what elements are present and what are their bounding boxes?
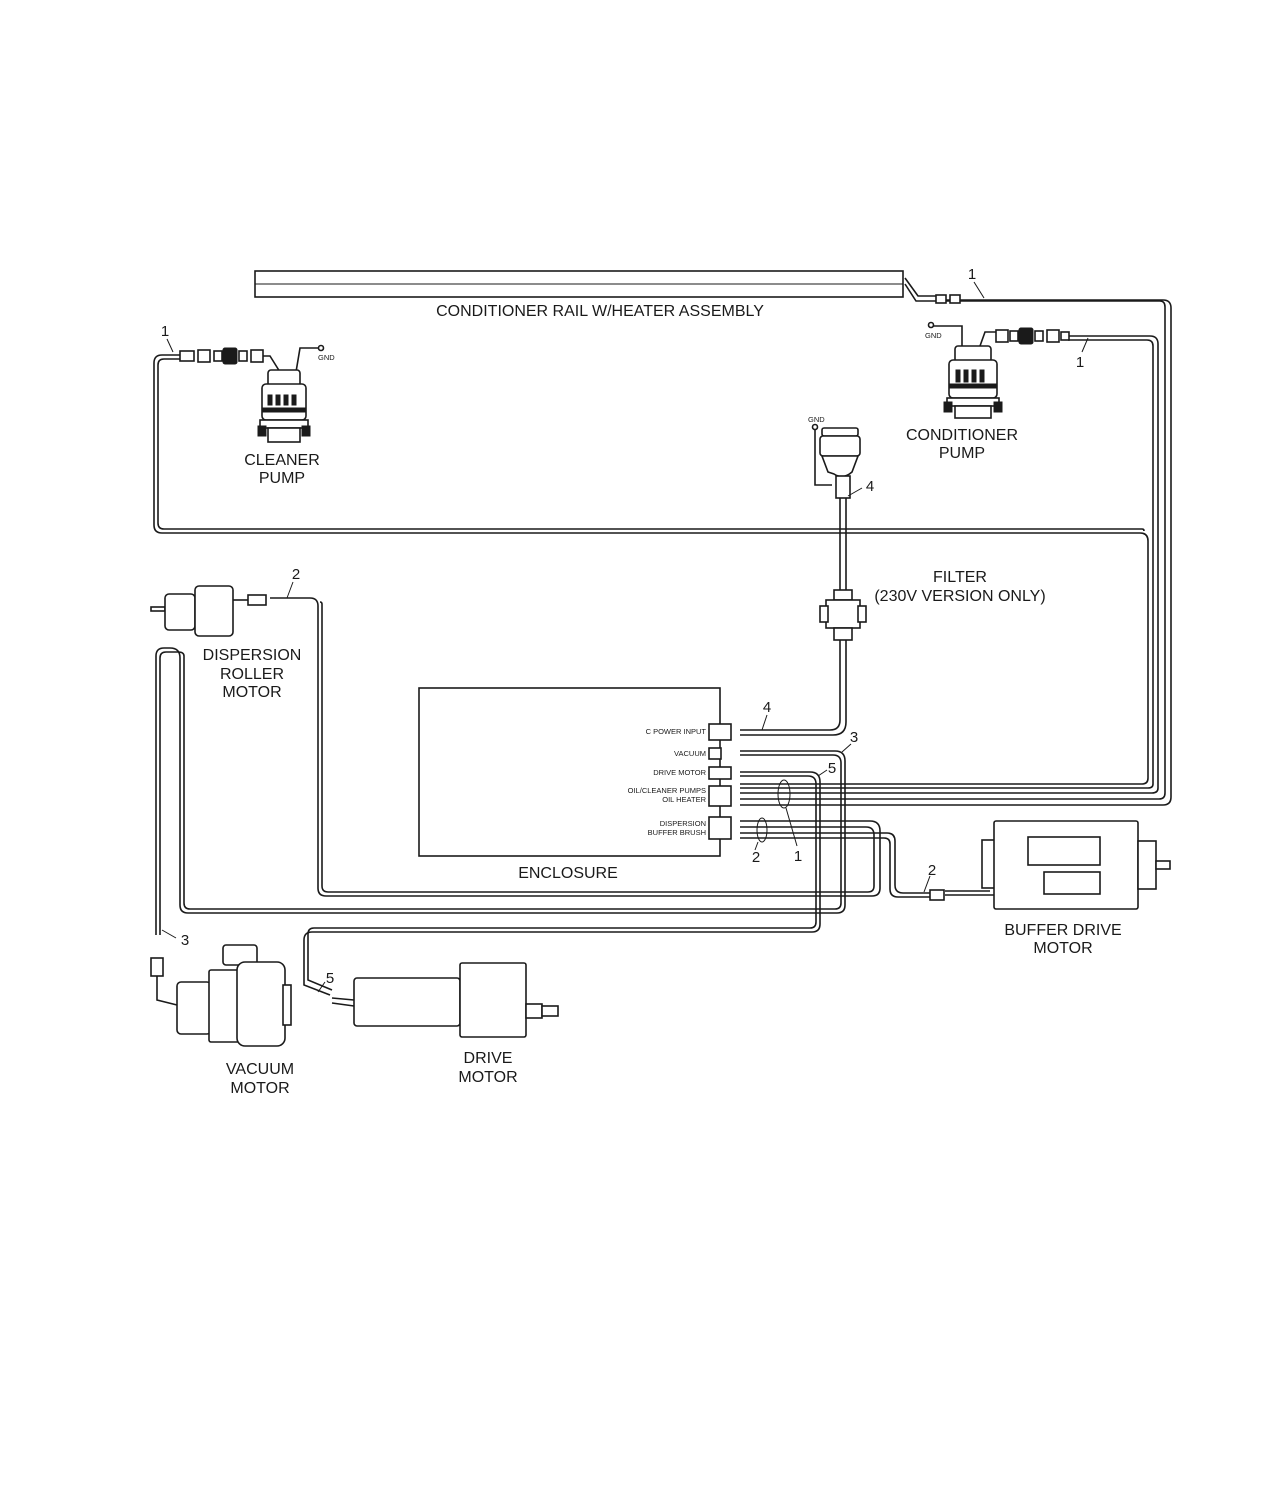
callout-bundle-2: 2 — [752, 849, 760, 866]
conditioner-pump: GND CONDITIONER PUMP — [906, 321, 1070, 462]
dispersion-roller-motor-label-1: DISPERSION — [203, 647, 302, 664]
drive-motor: DRIVE MOTOR — [331, 962, 559, 1086]
filter-label-1: FILTER — [933, 569, 987, 586]
port-label-oil-heater: OIL HEATER — [662, 795, 706, 804]
conditioner-pump-label-1: CONDITIONER — [906, 427, 1018, 444]
callout-bundle-1: 1 — [794, 848, 802, 865]
wire-harness — [153, 277, 1172, 996]
callouts: 1 1 1 4 2 4 3 5 2 1 2 3 5 — [161, 266, 1089, 993]
drive-motor-label-2: MOTOR — [458, 1069, 517, 1086]
port-label-pumps: OIL/CLEANER PUMPS — [628, 786, 706, 795]
buffer-drive-motor-label-2: MOTOR — [1033, 940, 1092, 957]
cleaner-pump-label-2: PUMP — [259, 470, 305, 487]
port-label-buffer-brush: BUFFER BRUSH — [648, 828, 706, 837]
callout-conditioner-pump: 1 — [1076, 354, 1084, 371]
cleaner-pump: GND CLEANER PUMP — [179, 344, 335, 487]
callout-rail: 1 — [968, 266, 976, 283]
callout-drive-motor: 5 — [326, 970, 334, 987]
power-inlet: GND — [808, 415, 861, 499]
vacuum-motor-label-1: VACUUM — [226, 1061, 294, 1078]
vacuum-motor: VACUUM MOTOR — [150, 944, 294, 1097]
enclosure-label: ENCLOSURE — [518, 865, 618, 882]
callout-enclosure-drive: 5 — [828, 760, 836, 777]
dispersion-roller-motor-label-2: ROLLER — [220, 666, 284, 683]
power-inlet-gnd: GND — [808, 415, 825, 424]
callout-vacuum-motor: 3 — [181, 932, 189, 949]
callout-enclosure-vacuum: 3 — [850, 729, 858, 746]
port-label-dispersion: DISPERSION — [660, 819, 706, 828]
callout-enclosure-power: 4 — [763, 699, 771, 716]
conditioner-pump-gnd: GND — [925, 331, 942, 340]
conditioner-rail: CONDITIONER RAIL W/HEATER ASSEMBLY — [254, 270, 961, 320]
buffer-drive-motor-label-1: BUFFER DRIVE — [1004, 922, 1121, 939]
conditioner-rail-label: CONDITIONER RAIL W/HEATER ASSEMBLY — [436, 303, 764, 320]
callout-cleaner-pump: 1 — [161, 323, 169, 340]
conditioner-pump-label-2: PUMP — [939, 445, 985, 462]
drive-motor-label-1: DRIVE — [464, 1050, 513, 1067]
port-label-power: C POWER INPUT — [646, 727, 707, 736]
buffer-drive-motor: BUFFER DRIVE MOTOR — [929, 820, 1171, 957]
filter-label-2: (230V VERSION ONLY) — [874, 588, 1045, 605]
dispersion-roller-motor-label-3: MOTOR — [222, 684, 281, 701]
callout-buffer-drive: 2 — [928, 862, 936, 879]
enclosure: C POWER INPUT VACUUM DRIVE MOTOR OIL/CLE… — [418, 687, 791, 882]
callout-dispersion-roller: 2 — [292, 566, 300, 583]
port-label-drive-motor: DRIVE MOTOR — [653, 768, 706, 777]
callout-filter-power: 4 — [866, 478, 874, 495]
cleaner-pump-gnd: GND — [318, 353, 335, 362]
vacuum-motor-label-2: MOTOR — [230, 1080, 289, 1097]
dispersion-roller-motor: DISPERSION ROLLER MOTOR — [150, 585, 302, 701]
cleaner-pump-label-1: CLEANER — [244, 452, 320, 469]
port-label-vacuum: VACUUM — [674, 749, 706, 758]
filter: FILTER (230V VERSION ONLY) — [819, 569, 1046, 641]
